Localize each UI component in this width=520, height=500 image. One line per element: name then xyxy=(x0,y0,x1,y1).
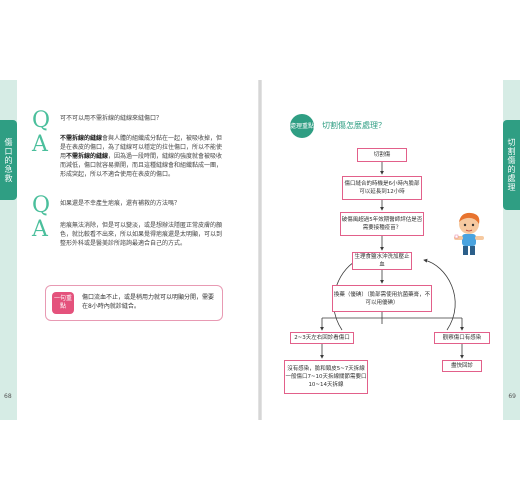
left-chapter-tab: 傷口的急救 xyxy=(0,120,17,200)
right-chapter-tab: 切割傷的處理 xyxy=(503,120,520,210)
q-letter: Q xyxy=(32,108,51,133)
question-text: 如果還是不幸產生疤痕，還有補救的方法嗎？ xyxy=(60,200,181,207)
qa-block-1: Q 可不可以用不需拆線的縫線來縫傷口？ A 不需拆線的縫線會與人體的組織成分黏在… xyxy=(32,110,227,200)
page-number: 68 xyxy=(4,393,12,400)
section-title: 切割傷怎麼處理？ xyxy=(322,121,386,130)
answer-rest: 會與人體的組織成分黏在一起，被吸收掉，但是在表皮的傷口，為了縫線可以穩定的拉住傷… xyxy=(60,135,223,160)
answer-rest-2: ，因為過一段時間，縫線的強度就會被吸收而減低，傷口就容易撕開，而且這種縫線會和組… xyxy=(60,153,223,178)
key-point-badge: 一句重點 xyxy=(52,292,74,314)
key-point-text: 傷口流血不止，或是稍用力就可以明顯分開，需要在8小時內就診縫合。 xyxy=(82,294,215,310)
flow-right-branch: 觀察傷口有感染 xyxy=(434,332,490,344)
answer-text: 不需拆線的縫線會與人體的組織成分黏在一起，被吸收掉，但是在表皮的傷口，為了縫線可… xyxy=(60,134,227,179)
book-spread: 傷口的急救 Q 可不可以用不需拆線的縫線來縫傷口？ A 不需拆線的縫線會與人體的… xyxy=(0,80,520,420)
flow-right-result: 盡快回診 xyxy=(442,360,482,372)
flow-step-suture-timing: 傷口縫合的時機是6小時內臉部可以延長到12小時 xyxy=(342,176,422,200)
page-number: 69 xyxy=(508,393,516,400)
question-text: 可不可以用不需拆線的縫線來縫傷口？ xyxy=(60,115,163,122)
flow-start: 切割傷 xyxy=(357,148,407,162)
right-page: 切割傷的處理 處理重點 切割傷怎麼處理？ xyxy=(262,80,520,420)
answer-bold-2: 不需拆線的縫線 xyxy=(66,153,109,160)
section-badge: 處理重點 xyxy=(290,114,314,138)
answer-text: 疤痕無法消除，但是可以變淡，或是想辦法隱匿正常皮膚的顏色，就比較看不出來，所以如… xyxy=(60,222,223,247)
flow-step-rinse: 生理食鹽水沖洗加壓止血 xyxy=(352,252,412,270)
answer-bold: 不需拆線的縫線 xyxy=(60,135,103,142)
a-letter: A xyxy=(32,217,48,242)
flow-step-dressing: 換藥（優碘）（臉部需使用抗菌藥膏，不可以用優碘） xyxy=(332,285,432,312)
flow-left-branch: 2~3天左右回診看傷口 xyxy=(290,332,354,344)
key-point-box: 一句重點 傷口流血不止，或是稍用力就可以明顯分開，需要在8小時內就診縫合。 xyxy=(45,285,223,321)
flow-step-tetanus: 破傷風超過5年效期醫師評估是否需要接種疫苗？ xyxy=(340,212,424,236)
left-page: 傷口的急救 Q 可不可以用不需拆線的縫線來縫傷口？ A 不需拆線的縫線會與人體的… xyxy=(0,80,258,420)
child-illustration xyxy=(454,212,484,255)
qa-block-2: Q 如果還是不幸產生疤痕，還有補救的方法嗎？ A 疤痕無法消除，但是可以變淡，或… xyxy=(32,195,227,275)
flow-left-result: 沒有感染，臉和頸皮5~7天拆線一般傷口7~10天拆線關節需要口10~14天拆線 xyxy=(284,360,368,394)
a-letter: A xyxy=(32,132,48,157)
book-gutter xyxy=(258,80,262,420)
q-letter: Q xyxy=(32,193,51,218)
